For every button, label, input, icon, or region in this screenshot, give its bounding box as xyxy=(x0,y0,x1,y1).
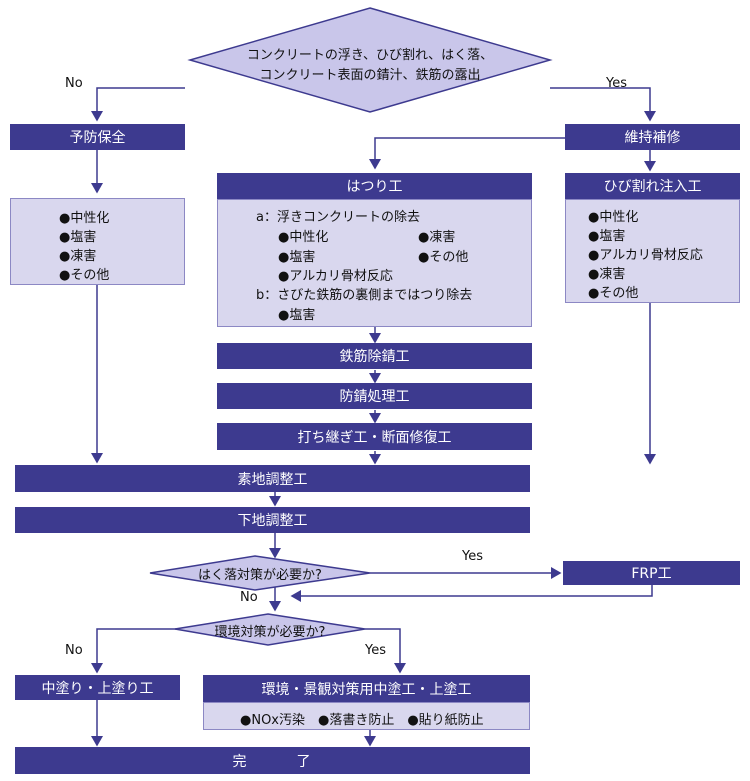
chipping-header: はつり工 xyxy=(217,173,532,199)
label-peel-no: No xyxy=(240,590,258,605)
prevention-box: ●中性化 ●塩害 ●凍害 ●その他 xyxy=(10,198,185,285)
arrow-to-chipping xyxy=(369,137,575,170)
frp-step: FRP工 xyxy=(563,561,740,585)
label-top-no: No xyxy=(65,76,83,91)
rust-prevention-step: 防錆処理工 xyxy=(217,383,532,409)
prevention-item: ●中性化 xyxy=(59,211,110,226)
chipping-a-label: a：浮きコンクリートの除去 xyxy=(256,210,420,225)
decision-env-diamond xyxy=(174,613,366,646)
complete-step: 完 了 xyxy=(15,747,530,774)
chipping-a-item: ●中性化 xyxy=(278,230,329,245)
crack-item: ●中性化 xyxy=(588,210,639,225)
section-repair-step: 打ち継ぎ工・断面修復工 xyxy=(217,423,532,450)
decision-top-line2: コンクリート表面の錆汁、鉄筋の露出 xyxy=(259,68,481,83)
chipping-a-item: ●凍害 xyxy=(418,230,456,245)
base-prep-step: 素地調整工 xyxy=(15,465,530,492)
crack-item: ●塩害 xyxy=(588,229,626,244)
coating-step: 中塗り・上塗り工 xyxy=(15,675,180,700)
env-coating-step: 環境・景観対策用中塗工・上塗工 xyxy=(203,675,530,702)
arrow-top-no xyxy=(91,87,185,122)
crack-item: ●その他 xyxy=(588,286,639,301)
label-peel-yes: Yes xyxy=(462,549,483,564)
crack-item: ●アルカリ骨材反応 xyxy=(588,248,703,263)
crack-injection-box: ●中性化 ●塩害 ●アルカリ骨材反応 ●凍害 ●その他 xyxy=(565,199,740,303)
arrow-top-yes xyxy=(550,87,656,122)
decision-top-line1: コンクリートの浮き、ひび割れ、はく落、 xyxy=(246,48,494,63)
crack-injection-header: ひび割れ注入工 xyxy=(565,173,740,199)
env-coating-box: ●NOx汚染 ●落書き防止 ●貼り紙防止 xyxy=(203,702,530,730)
chipping-a-item: ●塩害 xyxy=(278,250,316,265)
chipping-a-item: ●アルカリ骨材反応 xyxy=(278,269,393,284)
decision-env-text: 環境対策が必要か? xyxy=(214,625,326,640)
prevention-item: ●その他 xyxy=(59,268,110,283)
prevention-header: 予防保全 xyxy=(10,124,185,150)
ground-prep-step: 下地調整工 xyxy=(15,507,530,533)
decision-peel-diamond xyxy=(149,555,371,591)
crack-item: ●凍害 xyxy=(588,267,626,282)
chipping-b-item: ●塩害 xyxy=(278,308,316,323)
label-env-no: No xyxy=(65,643,83,658)
prevention-item: ●塩害 xyxy=(59,230,97,245)
chipping-a-item: ●その他 xyxy=(418,250,469,265)
decision-peel-text: はく落対策が必要か? xyxy=(198,568,322,583)
arrow-frp-back xyxy=(290,585,653,602)
chipping-box: a：浮きコンクリートの除去 ●中性化 ●塩害 ●アルカリ骨材反応 ●凍害 ●その… xyxy=(217,199,532,327)
label-env-yes: Yes xyxy=(365,643,386,658)
rust-removal-step: 鉄筋除錆工 xyxy=(217,343,532,369)
env-items: ●NOx汚染 ●落書き防止 ●貼り紙防止 xyxy=(240,713,484,728)
maintenance-header: 維持補修 xyxy=(565,124,740,150)
arrow-env-yes xyxy=(365,628,406,674)
chipping-b-label: b：さびた鉄筋の裏側まではつり除去 xyxy=(256,288,473,303)
label-top-yes: Yes xyxy=(606,76,627,91)
prevention-item: ●凍害 xyxy=(59,249,97,264)
arrow-env-no xyxy=(91,628,180,674)
decision-top-diamond xyxy=(187,7,553,113)
